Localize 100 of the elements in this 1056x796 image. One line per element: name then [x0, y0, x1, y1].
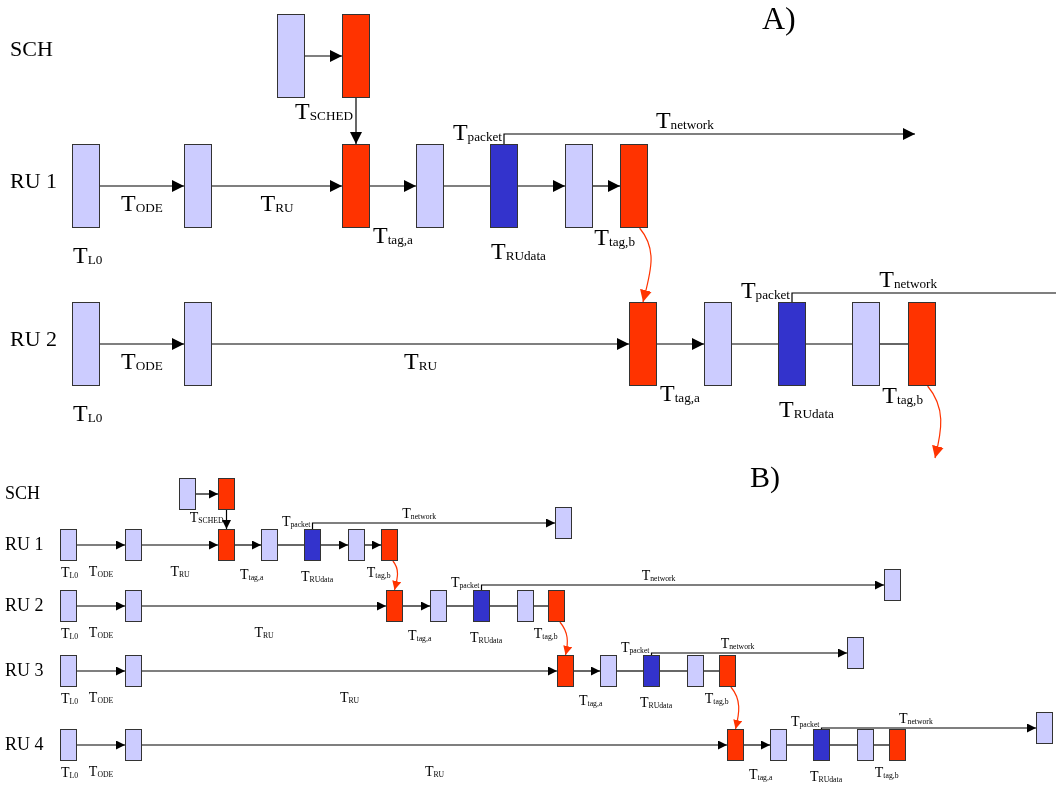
time-label: T$_{RUdata}$	[640, 696, 673, 710]
timing-block	[184, 302, 212, 386]
edge-label: T$_{RU}$	[260, 191, 294, 215]
panel-label: B)	[750, 462, 780, 492]
connector-line	[489, 605, 518, 607]
arrow	[141, 740, 728, 750]
edge-label: T$_{network}$	[879, 267, 938, 291]
timing-block	[517, 590, 534, 622]
arrow	[392, 560, 402, 591]
timing-block	[430, 590, 447, 622]
connector-line	[879, 343, 909, 345]
time-label: T$_{L0}$	[61, 627, 79, 641]
timing-block	[565, 144, 593, 228]
timing-block	[1036, 712, 1053, 744]
timing-block	[277, 14, 305, 98]
edge-label: T$_{SCHED}$	[295, 99, 353, 123]
arrow	[730, 686, 742, 730]
arrow	[656, 338, 705, 350]
row-label: RU 2	[5, 596, 44, 614]
time-label: T$_{L0}$	[73, 401, 103, 425]
timing-block	[857, 729, 874, 761]
arrow	[234, 540, 262, 550]
timing-block	[125, 529, 142, 561]
connector-line	[731, 343, 779, 345]
edge-label: T$_{ODE}$	[88, 626, 114, 640]
edge-label: T$_{network}$	[402, 507, 437, 521]
row-label: RU 3	[5, 661, 44, 679]
arrow	[141, 666, 558, 676]
timing-block	[125, 729, 142, 761]
edge-label: T$_{RU}$	[404, 349, 437, 373]
time-label: T$_{tag,b}$	[366, 566, 391, 580]
connector-line	[791, 292, 1056, 303]
arrow	[311, 518, 556, 530]
time-label: T$_{packet}$	[620, 641, 650, 655]
timing-block	[218, 478, 235, 510]
arrow	[402, 601, 431, 611]
arrow	[76, 740, 126, 750]
time-label: T$_{RUdata}$	[810, 770, 843, 784]
timing-block	[884, 569, 901, 601]
edge-label: T$_{ODE}$	[121, 191, 163, 215]
timing-block	[348, 529, 365, 561]
arrow	[76, 540, 126, 550]
timing-block	[847, 637, 864, 669]
timing-block	[125, 655, 142, 687]
arrow	[222, 509, 231, 530]
timing-block	[704, 302, 732, 386]
edge-label: T$_{RU}$	[339, 691, 360, 705]
arrow	[350, 97, 362, 145]
edge-label: T$_{network}$	[899, 712, 933, 726]
connector-line	[873, 744, 890, 746]
arrow	[559, 621, 572, 656]
timing-block	[179, 478, 196, 510]
arrow	[141, 540, 219, 550]
time-label: T$_{RUdata}$	[301, 570, 334, 584]
time-label: T$_{packet}$	[281, 515, 311, 529]
time-label: T$_{tag,a}$	[660, 381, 700, 405]
edge-label: T$_{RU}$	[424, 765, 445, 779]
timing-block	[342, 14, 370, 98]
connector-line	[703, 670, 720, 672]
edge-label: T$_{ODE}$	[88, 765, 114, 779]
arrow	[650, 648, 848, 658]
time-label: T$_{tag,a}$	[373, 223, 413, 247]
row-label: RU 2	[10, 328, 58, 350]
time-label: T$_{RUdata}$	[470, 631, 503, 645]
timing-block	[852, 302, 880, 386]
row-label: SCH	[10, 38, 53, 60]
connector-line	[829, 744, 858, 746]
time-label: T$_{tag,b}$	[594, 225, 635, 249]
time-label: T$_{tag,b}$	[704, 692, 729, 706]
edge-label: T$_{SCHED}$	[189, 511, 224, 525]
arrow	[517, 180, 566, 192]
time-label: T$_{packet}$	[452, 120, 502, 144]
time-label: T$_{tag,a}$	[240, 568, 264, 582]
arrow	[573, 666, 601, 676]
time-label: T$_{L0}$	[61, 566, 79, 580]
connector-line	[443, 185, 491, 187]
time-label: T$_{tag,b}$	[882, 383, 923, 407]
arrow	[369, 180, 417, 192]
time-label: T$_{packet}$	[450, 576, 480, 590]
timing-block	[770, 729, 787, 761]
edge-label: T$_{RU}$	[254, 626, 274, 640]
arrow	[211, 180, 343, 192]
arrow	[820, 723, 1037, 733]
arrow	[480, 580, 885, 591]
arrow	[99, 180, 185, 192]
arrow	[743, 740, 771, 750]
time-label: T$_{RUdata}$	[491, 239, 546, 263]
arrow	[76, 601, 126, 611]
time-label: T$_{RUdata}$	[779, 397, 834, 421]
time-label: T$_{L0}$	[61, 692, 79, 706]
arrow	[639, 227, 652, 303]
time-label: T$_{L0}$	[61, 766, 79, 780]
arrow	[927, 385, 944, 459]
arrow	[592, 180, 621, 192]
timing-block	[600, 655, 617, 687]
row-label: RU 1	[10, 170, 58, 192]
time-label: T$_{packet}$	[740, 278, 790, 302]
arrow	[304, 50, 343, 62]
time-label: T$_{tag,a}$	[749, 768, 773, 782]
arrow	[76, 666, 126, 676]
